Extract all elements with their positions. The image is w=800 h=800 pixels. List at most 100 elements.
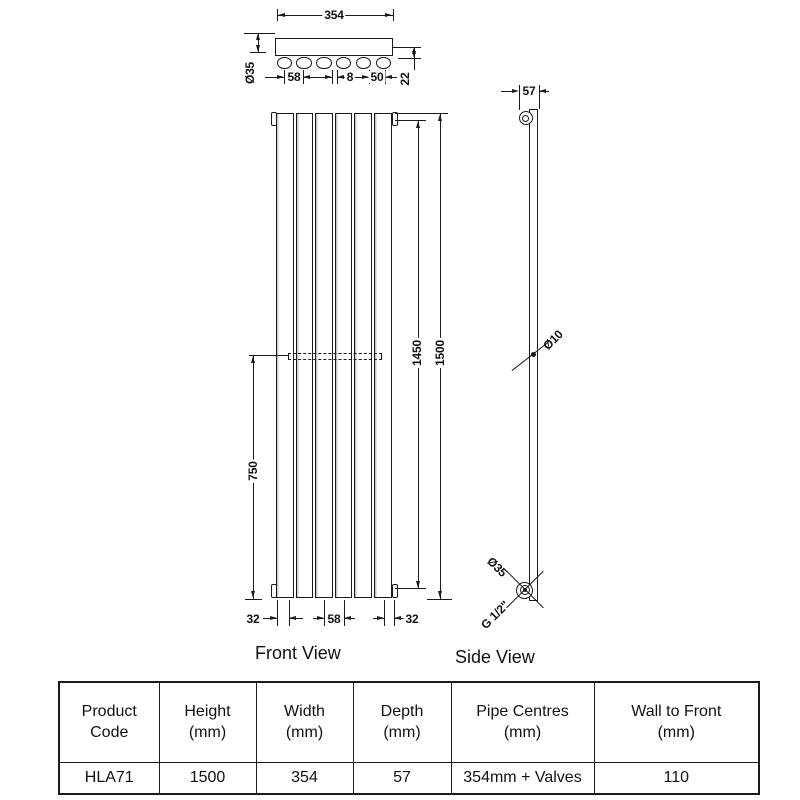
mounting-tab — [392, 112, 398, 126]
dim-line — [414, 47, 416, 70]
value-width: 354 — [255, 761, 354, 795]
radiator-panel — [334, 113, 353, 598]
dim-overall-height: 1500 — [432, 338, 447, 368]
header-title: Product — [81, 703, 137, 721]
extension-line — [245, 598, 262, 600]
header-title: Pipe Centres — [476, 703, 569, 721]
radiator-panel — [315, 113, 333, 598]
header-depth: Depth (mm) — [352, 681, 452, 763]
oval-tube-section — [375, 57, 391, 69]
dim-arrow — [416, 120, 421, 128]
dim-tube-diameter-side: Ø10 — [540, 327, 566, 353]
dim-tube-gap: 8 — [344, 70, 356, 84]
oval-tube-section — [335, 57, 352, 69]
value-wall-to-front: 110 — [593, 761, 760, 795]
extension-line — [395, 588, 426, 590]
connector-center-dot — [522, 588, 527, 592]
wall-bracket-dashed-line — [288, 352, 382, 360]
dim-inner-height: 1450 — [410, 338, 424, 368]
radiator-panel — [295, 113, 314, 598]
dim-pipe-spacing: 58 — [285, 70, 303, 84]
dim-tick — [288, 600, 290, 626]
header-unit: (mm) — [503, 724, 542, 742]
dim-tick — [284, 70, 286, 84]
dim-arrow — [288, 615, 296, 620]
dim-arrow — [438, 113, 443, 121]
dim-arrow — [438, 591, 443, 598]
dim-arrow — [362, 74, 369, 79]
table-value-row: HLA71 1500 354 57 354mm + Valves 110 — [58, 761, 760, 795]
dim-arrow — [337, 74, 344, 79]
dim-connection-diameter: Ø35 — [484, 554, 510, 580]
extension-line — [519, 97, 521, 110]
dim-tick — [277, 9, 279, 21]
dim-line — [258, 33, 260, 52]
connector-ring — [519, 585, 530, 595]
dim-pipe-spacing-front: 58 — [325, 611, 343, 626]
dim-arrow — [303, 74, 310, 79]
dim-arrow — [343, 615, 351, 620]
dim-tick — [383, 600, 385, 626]
dim-arrow — [251, 591, 256, 598]
dim-tick — [539, 85, 541, 97]
dim-bracket-offset: 22 — [397, 70, 412, 88]
header-unit: (mm) — [383, 724, 421, 742]
top-pipe-inner-circle — [522, 114, 530, 122]
value-pipe-centres: 354mm + Valves — [450, 761, 595, 795]
header-unit: (mm) — [285, 724, 324, 742]
table-header-row: Product Code Height (mm) Width (mm) Dept… — [58, 681, 760, 763]
oval-tube-section — [276, 57, 292, 69]
dim-arrow — [278, 12, 285, 17]
dim-end-spacing: 50 — [368, 70, 386, 84]
extension-line — [398, 57, 421, 59]
oval-tube-section — [296, 57, 312, 69]
extension-line — [395, 120, 426, 122]
mounting-tab — [392, 584, 398, 598]
header-product-code: Product Code — [58, 681, 160, 763]
dim-arrow — [270, 615, 277, 620]
extension-line — [427, 598, 452, 600]
dim-bracket-height: 750 — [245, 459, 260, 483]
dim-arrow — [325, 74, 332, 79]
dim-tick — [392, 9, 394, 21]
dim-line — [249, 355, 288, 357]
dim-tick — [519, 85, 521, 97]
dim-arrow — [539, 88, 546, 93]
dim-depth: 57 — [520, 84, 538, 98]
dim-arrow — [317, 615, 324, 620]
dim-arrow — [416, 580, 421, 588]
extension-line — [250, 52, 266, 54]
extension-line — [395, 113, 448, 115]
dim-arrow — [512, 88, 519, 93]
dim-left-margin: 32 — [244, 611, 262, 626]
header-title: Width — [284, 703, 325, 721]
dim-tick — [332, 70, 334, 84]
oval-tube-section — [355, 57, 372, 69]
header-unit: (mm) — [188, 724, 227, 742]
header-title: Depth — [380, 703, 424, 721]
dim-line — [303, 77, 332, 79]
header-unit: Code — [90, 724, 129, 742]
dim-tick — [394, 600, 396, 626]
dim-arrow — [394, 615, 401, 620]
header-pipe-centres: Pipe Centres (mm) — [450, 681, 595, 763]
dim-arrow — [277, 74, 284, 79]
dim-arrow — [412, 50, 417, 58]
side-view-label: Side View — [455, 647, 535, 667]
value-product-code: HLA71 — [58, 761, 160, 795]
dim-tick — [277, 600, 279, 626]
dim-tick — [324, 600, 326, 626]
dim-width-value: 354 — [322, 8, 346, 22]
leader-dot — [530, 351, 536, 357]
dim-arrow — [251, 355, 256, 363]
header-wall-to-front: Wall to Front (mm) — [593, 681, 760, 763]
extension-line — [539, 97, 541, 109]
header-title: Wall to Front — [631, 703, 722, 721]
extension-line — [392, 47, 421, 49]
top-bracket-bar — [275, 38, 393, 56]
dim-right-margin: 32 — [403, 611, 421, 626]
dim-tube-diameter: Ø35 — [243, 59, 257, 87]
dim-arrow — [376, 615, 384, 620]
dim-line — [501, 91, 512, 93]
